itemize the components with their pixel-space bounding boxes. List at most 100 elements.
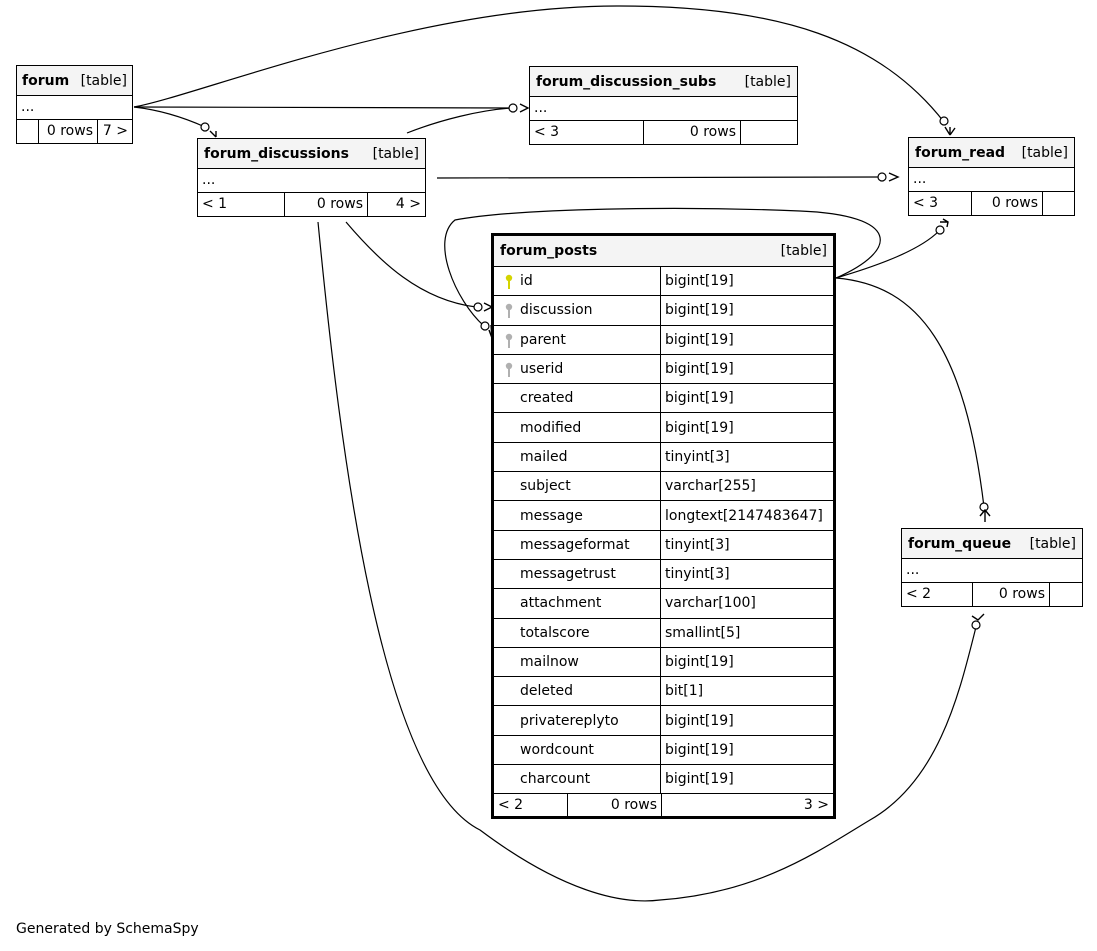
footer-children (740, 121, 797, 144)
crowfoot (971, 613, 985, 621)
column-name-cell: messagetrust (494, 559, 661, 589)
column-name: mailed (520, 448, 568, 465)
table-forum-discussions[interactable]: forum_discussions [table] ... < 1 0 rows… (197, 138, 426, 217)
column-name: modified (520, 419, 582, 436)
column-name-cell: created (494, 384, 661, 413)
column-type: bigint[19] (665, 419, 734, 436)
crowfoot-circle (480, 321, 490, 331)
crowfoot-circle (971, 620, 981, 630)
column-name-cell: parent (494, 325, 661, 354)
foreign-key-icon (505, 333, 513, 348)
edge-posts-self (444, 207, 881, 327)
column-name-cell: discussion (494, 296, 661, 325)
crowfoot-circle (200, 122, 210, 132)
column-name-cell: modified (494, 413, 661, 442)
crowfoot (979, 508, 991, 522)
crowfoot (519, 103, 530, 113)
table-type: [table] (80, 72, 127, 89)
table-name: forum_posts (500, 243, 598, 259)
column-name: deleted (520, 683, 573, 700)
column-name: discussion (520, 302, 593, 319)
table-name: forum_read (915, 144, 1006, 161)
footer-parents: < 3 (534, 124, 560, 140)
footer-parents: < 2 (498, 797, 524, 814)
crowfoot-circle (877, 172, 887, 182)
primary-key-icon (505, 274, 513, 289)
footer-rows: 0 rows (567, 794, 661, 818)
column-type: bigint[19] (665, 331, 734, 348)
columns-ellipsis: ... (909, 168, 1074, 192)
column-name: messageformat (520, 536, 630, 553)
column-name-cell: privatereplyto (494, 706, 661, 735)
edge-posts-queue (835, 277, 985, 508)
column-name: mailnow (520, 654, 579, 670)
edge-posts-read (835, 230, 940, 279)
column-type: bigint[19] (665, 712, 734, 729)
crowfoot-circle (979, 502, 989, 512)
column-name: userid (520, 361, 564, 378)
column-name: charcount (520, 771, 591, 788)
column-row[interactable]: deleted bit[1] (494, 677, 833, 707)
table-type: [table] (372, 145, 419, 162)
footer-parents: < 2 (906, 586, 932, 602)
footer-children: 7 > (97, 120, 132, 143)
column-type: bigint[19] (665, 771, 734, 788)
column-name-cell: message (494, 501, 661, 530)
footer-rows: 0 rows (971, 192, 1042, 215)
foreign-key-icon (505, 304, 513, 319)
edge-discussions-queue (317, 221, 977, 902)
table-forum-read[interactable]: forum_read [table] ... < 3 0 rows (908, 137, 1075, 216)
footer-children (1042, 192, 1074, 215)
column-row[interactable]: privatereplyto bigint[19] (494, 706, 833, 736)
columns-ellipsis: ... (902, 559, 1082, 583)
column-name-cell: messageformat (494, 530, 661, 559)
footer-rows: 0 rows (284, 193, 367, 216)
column-name: privatereplyto (520, 712, 619, 729)
table-type: [table] (744, 73, 791, 90)
column-name: subject (520, 478, 571, 495)
column-type: bigint[19] (665, 273, 734, 290)
column-name-cell: mailed (494, 442, 661, 472)
edge-discussions-posts (345, 221, 477, 308)
column-name-cell: userid (494, 354, 661, 384)
columns-ellipsis: ... (17, 96, 132, 120)
footer-rows: 0 rows (643, 121, 740, 144)
foreign-key-icon (505, 362, 513, 377)
table-forum-queue[interactable]: forum_queue [table] ... < 2 0 rows (901, 528, 1083, 607)
column-row[interactable]: charcount bigint[19] (494, 765, 833, 795)
table-forum[interactable]: forum [table] ... 0 rows 7 > (16, 65, 133, 144)
column-row[interactable]: modified bigint[19] (494, 413, 833, 443)
column-type: tinyint[3] (665, 566, 730, 583)
column-name-cell: mailnow (494, 647, 661, 677)
footer-parents: < 1 (202, 196, 228, 212)
column-type: tinyint[3] (665, 448, 730, 465)
column-type: tinyint[3] (665, 536, 730, 553)
column-type: bit[1] (665, 683, 704, 700)
table-forum-discussion-subs[interactable]: forum_discussion_subs [table] ... < 3 0 … (529, 66, 798, 145)
table-type: [table] (1021, 144, 1068, 161)
crowfoot (944, 126, 956, 136)
column-row[interactable]: mailed tinyint[3] (494, 442, 833, 473)
footer-children: 4 > (367, 193, 425, 216)
column-row[interactable]: messageformat tinyint[3] (494, 530, 833, 560)
table-name: forum_queue (908, 535, 1012, 552)
column-name-cell: wordcount (494, 735, 661, 765)
crowfoot (209, 130, 217, 138)
edge-forum-forum-discussion-subs (133, 106, 513, 109)
crowfoot-circle (473, 302, 483, 312)
footer-rows: 0 rows (972, 583, 1049, 606)
